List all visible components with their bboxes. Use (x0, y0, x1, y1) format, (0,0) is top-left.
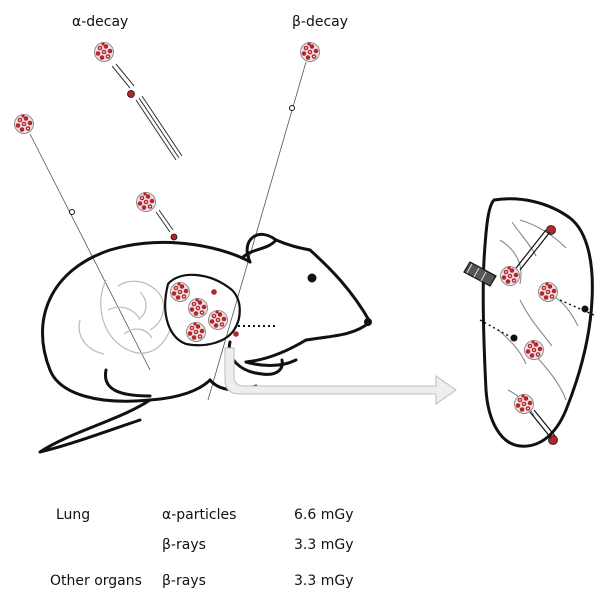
radioactive-cluster-icon (137, 192, 156, 211)
table-row-dose: 6.6 mGy (294, 507, 354, 523)
alpha-particle-icon (128, 91, 135, 98)
table-row-dose: 3.3 mGy (294, 537, 354, 553)
table-row-radiation: β-rays (162, 573, 206, 589)
table-row-organ: Lung (56, 507, 90, 523)
alpha-particle-icon (547, 226, 556, 235)
decay-illustration (0, 0, 596, 490)
alpha-decay-trail-mid (137, 192, 178, 240)
alpha-particle-icon (171, 234, 177, 240)
dose-table: Lung α-particles 6.6 mGy β-rays 3.3 mGy … (0, 495, 596, 595)
beta-particle-icon (70, 210, 75, 215)
mouse-organs (79, 280, 170, 354)
table-row-organ: Other organs (50, 573, 142, 589)
alpha-decay-trail-top (95, 42, 183, 160)
alpha-decay-trail-left (15, 114, 151, 370)
table-row-dose: 3.3 mGy (294, 573, 354, 589)
magnify-arrow-icon (225, 348, 456, 404)
lung-in-mouse (165, 275, 276, 345)
radioactive-cluster-icon (301, 42, 320, 61)
enlarged-lung (464, 199, 596, 446)
table-row-radiation: β-rays (162, 537, 206, 553)
table-row-radiation: α-particles (162, 507, 236, 523)
mouse-illustration (40, 234, 371, 452)
beta-particle-icon (290, 106, 295, 111)
radioactive-cluster-icon (95, 42, 114, 61)
beta-particle-icon (511, 335, 518, 342)
beta-particle-icon (582, 306, 589, 313)
beta-decay-trail (208, 42, 320, 400)
radioactive-cluster-icon (15, 114, 34, 133)
